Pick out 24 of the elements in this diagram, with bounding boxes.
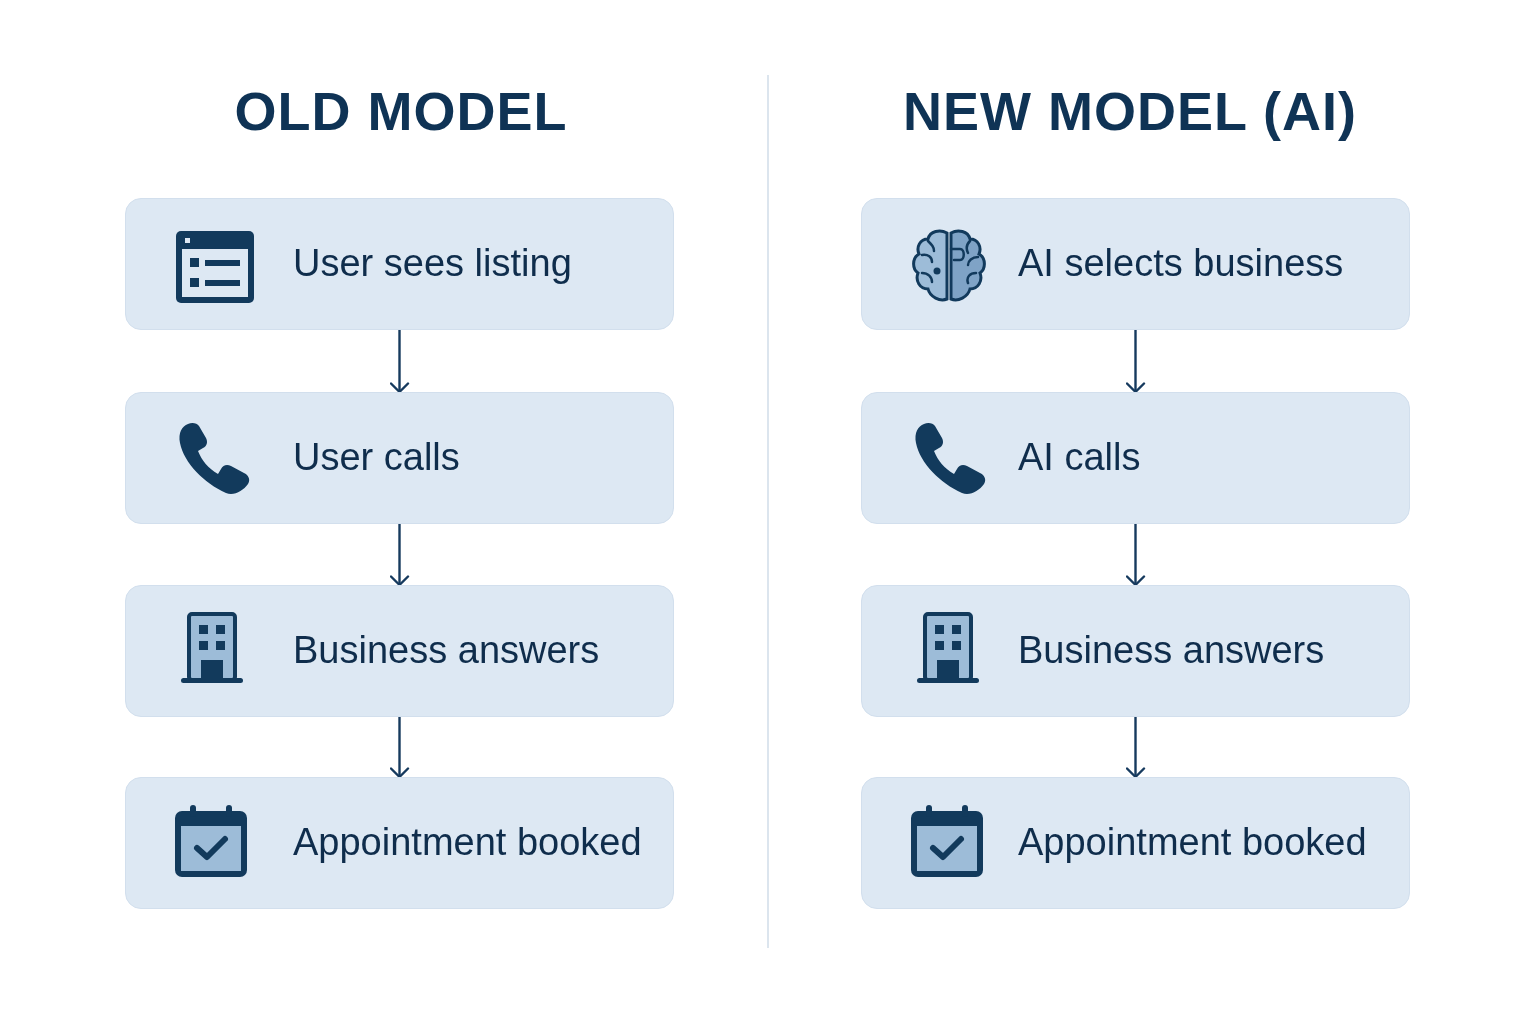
arrow bbox=[389, 717, 410, 779]
arrow bbox=[389, 330, 410, 394]
column-heading: NEW MODEL (AI) bbox=[903, 82, 1357, 142]
step-label: AI selects business bbox=[1018, 242, 1344, 286]
arrow bbox=[389, 524, 410, 587]
step-label: Business answers bbox=[1018, 629, 1325, 673]
step-label: AI calls bbox=[1018, 436, 1141, 480]
process-box bbox=[861, 392, 1410, 524]
arrow bbox=[1125, 330, 1146, 394]
step-label: Appointment booked bbox=[293, 821, 642, 865]
step-label: User calls bbox=[293, 436, 460, 480]
process-box bbox=[861, 198, 1410, 330]
process-box bbox=[861, 585, 1410, 717]
step-label: Appointment booked bbox=[1018, 821, 1367, 865]
process-box bbox=[861, 777, 1410, 909]
arrow bbox=[1125, 524, 1146, 587]
arrow bbox=[1125, 717, 1146, 779]
column-heading: OLD MODEL bbox=[234, 82, 568, 142]
process-box bbox=[125, 585, 674, 717]
process-box bbox=[125, 392, 674, 524]
step-label: User sees listing bbox=[293, 242, 572, 286]
process-box bbox=[125, 777, 674, 909]
process-box bbox=[125, 198, 674, 330]
step-label: Business answers bbox=[293, 629, 600, 673]
